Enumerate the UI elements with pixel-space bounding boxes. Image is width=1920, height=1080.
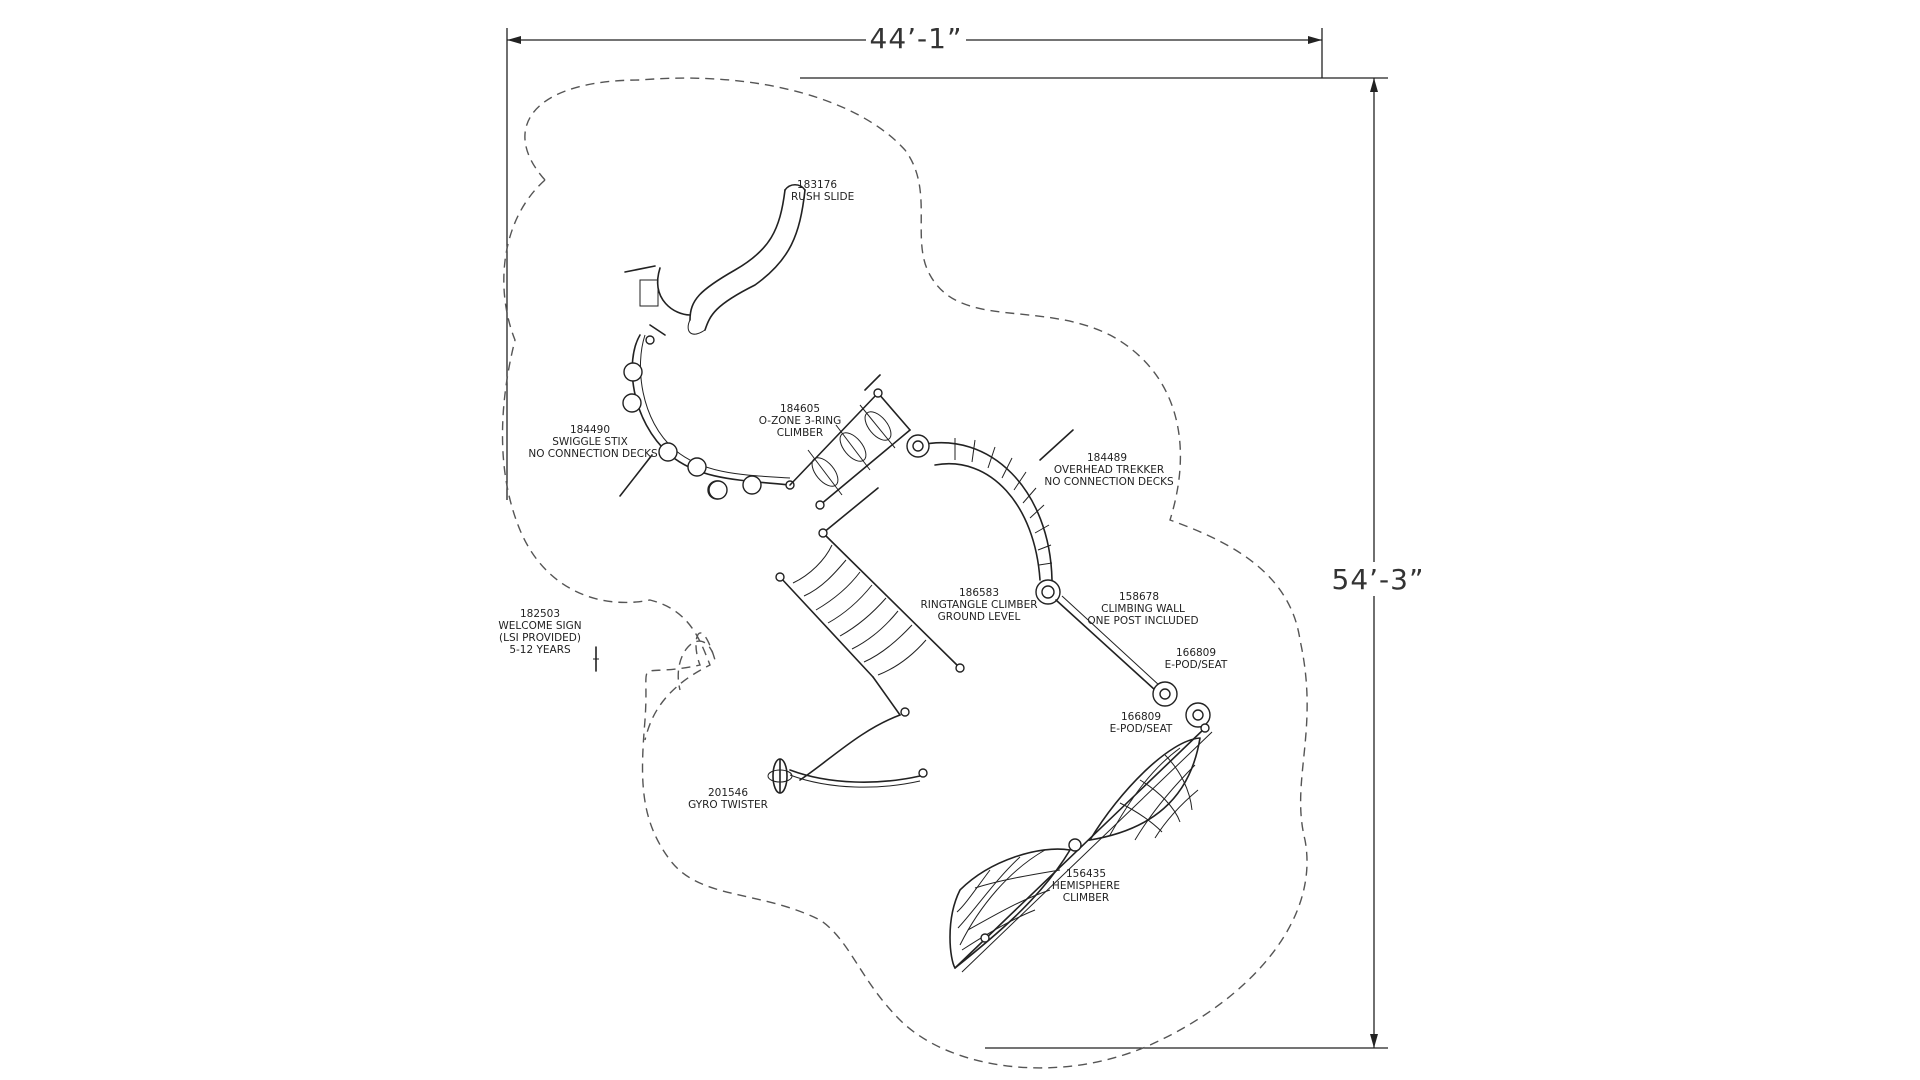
svg-text:RUSH SLIDE: RUSH SLIDE xyxy=(791,191,854,203)
rush-slide-label: 183176 RUSH SLIDE xyxy=(791,179,854,203)
svg-text:184605: 184605 xyxy=(780,403,820,415)
e-pod-seat-1-label: 166809 E-POD/SEAT xyxy=(1165,647,1228,671)
swiggle-stix-label: 184490 SWIGGLE STIX NO CONNECTION DECKS xyxy=(528,424,658,460)
svg-text:183176: 183176 xyxy=(797,179,837,191)
svg-text:CLIMBER: CLIMBER xyxy=(1063,892,1109,904)
svg-text:158678: 158678 xyxy=(1119,591,1159,603)
height-dimension: 54’-3” xyxy=(800,77,1425,1049)
overhead-trekker xyxy=(906,429,1074,605)
svg-text:SWIGGLE STIX: SWIGGLE STIX xyxy=(552,436,628,448)
svg-text:NO CONNECTION DECKS: NO CONNECTION DECKS xyxy=(528,448,658,460)
hemisphere-climber xyxy=(949,723,1213,973)
gyro-twister xyxy=(767,758,928,794)
svg-text:166809: 166809 xyxy=(1176,647,1216,659)
svg-text:166809: 166809 xyxy=(1121,711,1161,723)
safety-zone-boundary xyxy=(524,77,1308,1069)
svg-text:GYRO TWISTER: GYRO TWISTER xyxy=(688,799,768,811)
ringtangle-climber xyxy=(775,487,965,781)
svg-text:HEMISPHERE: HEMISPHERE xyxy=(1052,880,1120,892)
hemisphere-climber-label: 156435 HEMISPHERE CLIMBER xyxy=(1052,868,1120,904)
svg-text:O-ZONE 3-RING: O-ZONE 3-RING xyxy=(759,415,841,427)
svg-text:CLIMBING WALL: CLIMBING WALL xyxy=(1101,603,1185,615)
gyro-twister-label: 201546 GYRO TWISTER xyxy=(688,787,768,811)
e-pod-seat-2 xyxy=(1185,702,1211,728)
svg-text:GROUND LEVEL: GROUND LEVEL xyxy=(938,611,1021,623)
height-dimension-label: 54’-3” xyxy=(1332,563,1425,596)
o-zone-climber xyxy=(789,374,911,510)
svg-text:184489: 184489 xyxy=(1087,452,1127,464)
climbing-wall xyxy=(1055,595,1178,707)
svg-text:CLIMBER: CLIMBER xyxy=(777,427,823,439)
width-dimension: 44’-1” xyxy=(506,22,1323,500)
svg-text:182503: 182503 xyxy=(520,608,560,620)
width-dimension-label: 44’-1” xyxy=(870,22,963,55)
svg-text:(LSI PROVIDED): (LSI PROVIDED) xyxy=(499,632,581,644)
ringtangle-climber-label: 186583 RINGTANGLE CLIMBER GROUND LEVEL xyxy=(920,587,1037,623)
svg-text:OVERHEAD TREKKER: OVERHEAD TREKKER xyxy=(1054,464,1164,476)
safety-zone-boundary-left xyxy=(501,179,711,741)
e-pod-seat-2-label: 166809 E-POD/SEAT xyxy=(1110,711,1173,735)
svg-text:186583: 186583 xyxy=(959,587,999,599)
rush-slide xyxy=(624,183,806,336)
svg-text:NO CONNECTION DECKS: NO CONNECTION DECKS xyxy=(1044,476,1174,488)
svg-text:WELCOME SIGN: WELCOME SIGN xyxy=(498,620,581,632)
svg-text:RINGTANGLE CLIMBER: RINGTANGLE CLIMBER xyxy=(920,599,1037,611)
svg-text:ONE POST INCLUDED: ONE POST INCLUDED xyxy=(1087,615,1198,627)
svg-text:201546: 201546 xyxy=(708,787,748,799)
svg-text:156435: 156435 xyxy=(1066,868,1106,880)
svg-text:5-12 YEARS: 5-12 YEARS xyxy=(509,644,571,656)
climbing-wall-label: 158678 CLIMBING WALL ONE POST INCLUDED xyxy=(1087,591,1198,627)
overhead-trekker-label: 184489 OVERHEAD TREKKER NO CONNECTION DE… xyxy=(1044,452,1174,488)
svg-text:E-POD/SEAT: E-POD/SEAT xyxy=(1110,723,1173,735)
svg-text:E-POD/SEAT: E-POD/SEAT xyxy=(1165,659,1228,671)
o-zone-climber-label: 184605 O-ZONE 3-RING CLIMBER xyxy=(759,403,841,439)
welcome-sign-label: 182503 WELCOME SIGN (LSI PROVIDED) 5-12 … xyxy=(498,608,581,656)
svg-text:184490: 184490 xyxy=(570,424,610,436)
welcome-sign xyxy=(593,646,599,672)
